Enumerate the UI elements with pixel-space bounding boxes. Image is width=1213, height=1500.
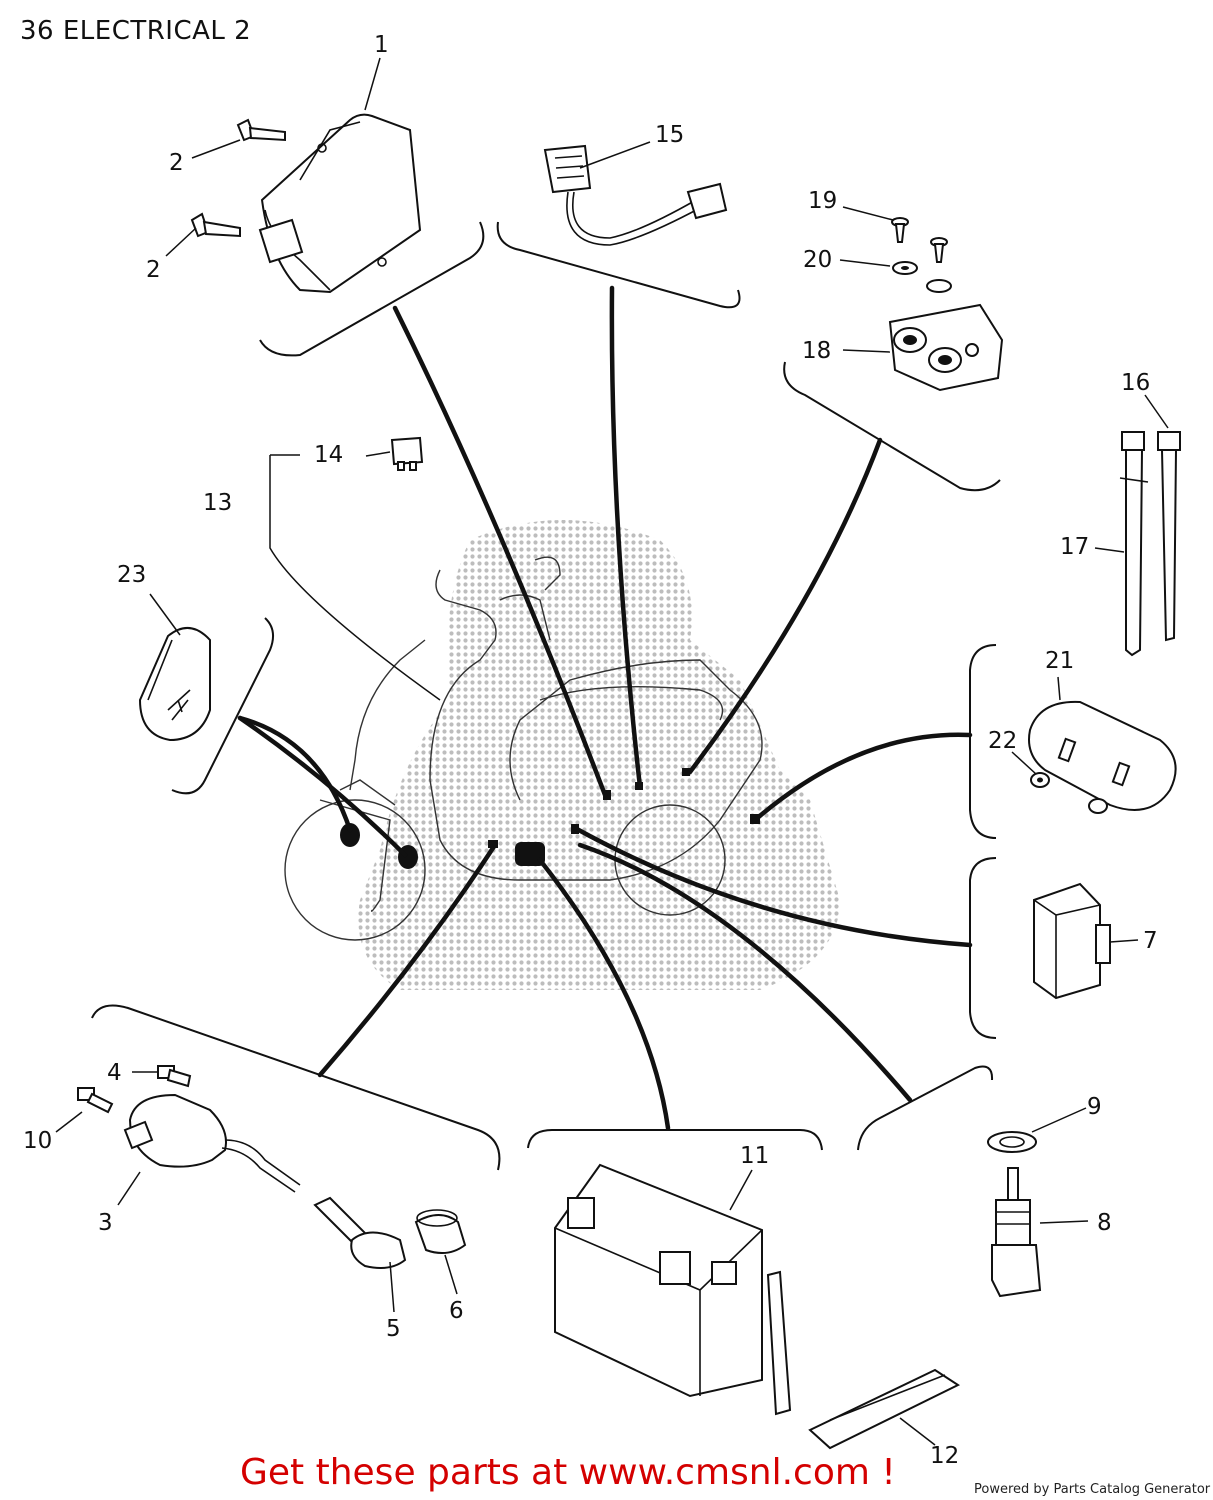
harness-cables: [237, 285, 973, 1131]
callout-6: 6: [449, 1298, 464, 1324]
callout-16: 16: [1121, 370, 1150, 396]
part-cover[interactable]: [138, 627, 211, 742]
group-brackets: [91, 221, 1001, 1171]
leader-lines: [55, 57, 1169, 1446]
callout-2-lower: 2: [146, 257, 161, 283]
part-battery[interactable]: [554, 1163, 792, 1416]
part-fuse[interactable]: [390, 436, 424, 471]
part-plate[interactable]: [1028, 700, 1177, 811]
part-washer-9[interactable]: [987, 1131, 1037, 1153]
scooter-outline: [284, 556, 763, 941]
callout-9: 9: [1087, 1094, 1102, 1120]
callout-5: 5: [386, 1316, 401, 1342]
callout-1: 1: [374, 32, 389, 58]
cmsnl-link[interactable]: Get these parts at www.cmsnl.com !: [240, 1452, 896, 1493]
callout-18: 18: [802, 338, 831, 364]
callout-15: 15: [655, 122, 684, 148]
callout-2-upper: 2: [169, 150, 184, 176]
callout-21: 21: [1045, 648, 1074, 674]
part-bolt-10[interactable]: [77, 1087, 114, 1114]
part-relay[interactable]: [1033, 882, 1111, 1000]
callout-17: 17: [1060, 534, 1089, 560]
callout-13: 13: [203, 490, 232, 516]
callout-8: 8: [1097, 1210, 1112, 1236]
part-cable-tie-16[interactable]: [1157, 431, 1181, 642]
part-bolt-4[interactable]: [157, 1065, 192, 1088]
callout-10: 10: [23, 1128, 52, 1154]
callout-23: 23: [117, 562, 146, 588]
callout-14: 14: [314, 442, 343, 468]
part-bolt-upper[interactable]: [236, 118, 286, 142]
callout-12: 12: [930, 1443, 959, 1469]
part-screw-19[interactable]: [891, 217, 948, 263]
harness-bracket-line: [269, 454, 441, 701]
part-switch[interactable]: [991, 1167, 1042, 1298]
part-relay-bracket[interactable]: [888, 303, 1004, 392]
callout-3: 3: [98, 1210, 113, 1236]
part-ignition-coil[interactable]: [123, 1093, 301, 1193]
part-plug-cap[interactable]: [313, 1196, 407, 1269]
callout-4: 4: [107, 1060, 122, 1086]
callout-11: 11: [740, 1143, 769, 1169]
diagram-title: 36 ELECTRICAL 2: [20, 16, 252, 46]
callout-7: 7: [1143, 928, 1158, 954]
part-control-unit[interactable]: [258, 113, 422, 294]
part-grommet-22[interactable]: [1030, 772, 1108, 814]
callout-20: 20: [803, 247, 832, 273]
part-wire-lead[interactable]: [543, 144, 728, 246]
part-bolt-lower[interactable]: [190, 212, 241, 238]
callout-labels: 1 2 2 3 4 5 6 7 8 9 10 11 12 13 14 15 16…: [23, 32, 1158, 1469]
powered-by-text: Powered by Parts Catalog Generator: [974, 1482, 1211, 1497]
callout-22: 22: [988, 728, 1017, 754]
part-washer-20[interactable]: [892, 261, 952, 293]
callout-19: 19: [808, 188, 837, 214]
part-cable-tie-17[interactable]: [1119, 431, 1149, 657]
part-sleeve[interactable]: [414, 1209, 467, 1255]
part-battery-strap[interactable]: [808, 1368, 961, 1450]
